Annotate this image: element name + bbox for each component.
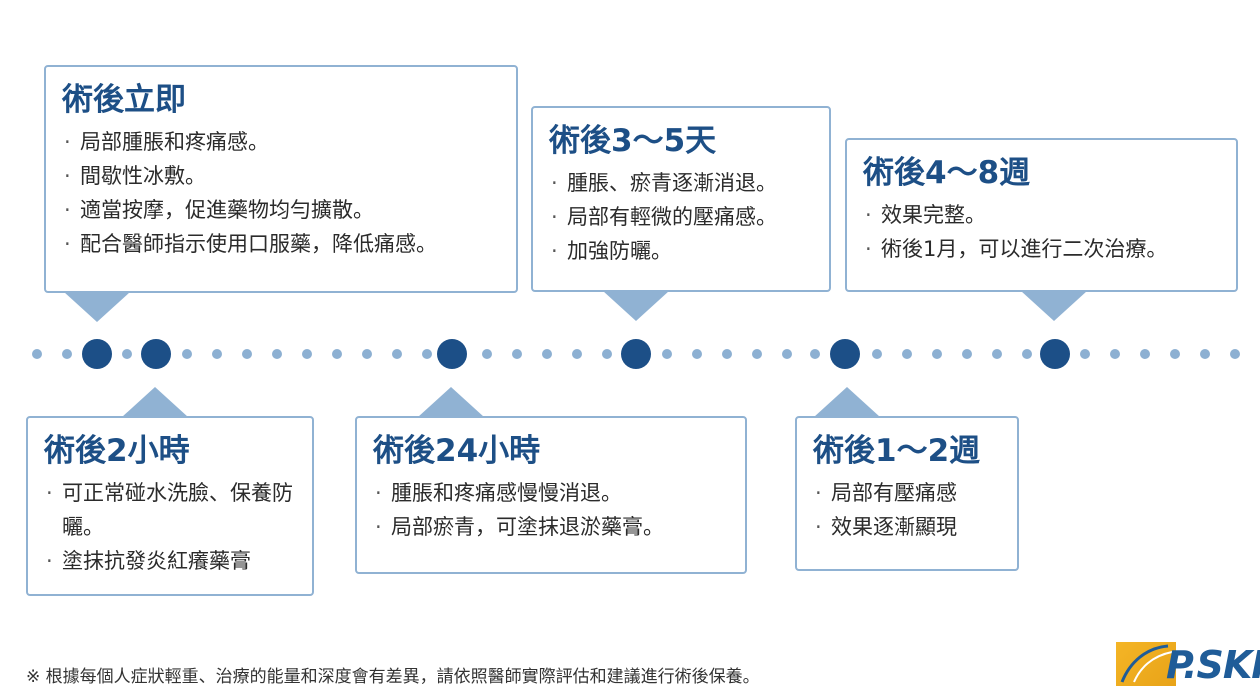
- timeline-dot: [182, 349, 192, 359]
- timeline-dot: [1110, 349, 1120, 359]
- card-4-8-weeks: 術後4～8週 效果完整。 術後1月，可以進行二次治療。: [845, 138, 1238, 292]
- card-list: 可正常碰水洗臉、保養防曬。 塗抹抗發炎紅癢藥膏: [44, 476, 296, 578]
- timeline-dot: [602, 349, 612, 359]
- pointer-arrow: [603, 291, 669, 321]
- logo-text: P.SKIN: [1166, 643, 1260, 687]
- list-item: 局部腫脹和疼痛感。: [62, 125, 500, 159]
- card-list: 局部腫脹和疼痛感。 間歇性冰敷。 適當按摩，促進藥物均勻擴散。 配合醫師指示使用…: [62, 125, 500, 261]
- card-list: 效果完整。 術後1月，可以進行二次治療。: [863, 198, 1220, 266]
- timeline-dot: [1080, 349, 1090, 359]
- timeline-dot: [392, 349, 402, 359]
- timeline-dot: [1230, 349, 1240, 359]
- card-title: 術後24小時: [373, 433, 541, 469]
- timeline-dot: [542, 349, 552, 359]
- card-immediately: 術後立即 局部腫脹和疼痛感。 間歇性冰敷。 適當按摩，促進藥物均勻擴散。 配合醫…: [44, 65, 518, 293]
- logo-mark-icon: [1116, 642, 1176, 686]
- card-2-hours: 術後2小時 可正常碰水洗臉、保養防曬。 塗抹抗發炎紅癢藥膏: [26, 416, 314, 596]
- timeline-dot: [272, 349, 282, 359]
- list-item: 腫脹和疼痛感慢慢消退。: [373, 476, 729, 510]
- timeline-dot: [1170, 349, 1180, 359]
- card-list: 腫脹和疼痛感慢慢消退。 局部瘀青，可塗抹退淤藥膏。: [373, 476, 729, 544]
- timeline-dot: [992, 349, 1002, 359]
- timeline-dot: [692, 349, 702, 359]
- timeline-dot: [662, 349, 672, 359]
- card-title: 術後3～5天: [549, 123, 717, 159]
- card-list: 局部有壓痛感 效果逐漸顯現: [813, 476, 1001, 544]
- list-item: 局部有輕微的壓痛感。: [549, 200, 813, 234]
- list-item: 效果逐漸顯現: [813, 510, 1001, 544]
- list-item: 術後1月，可以進行二次治療。: [863, 232, 1220, 266]
- timeline-milestone: [82, 339, 112, 369]
- pointer-arrow: [64, 292, 130, 322]
- card-title: 術後4～8週: [863, 155, 1031, 191]
- list-item: 效果完整。: [863, 198, 1220, 232]
- card-1-2-weeks: 術後1～2週 局部有壓痛感 效果逐漸顯現: [795, 416, 1019, 571]
- timeline-dot: [422, 349, 432, 359]
- card-24-hours: 術後24小時 腫脹和疼痛感慢慢消退。 局部瘀青，可塗抹退淤藥膏。: [355, 416, 747, 574]
- timeline: [0, 339, 1260, 369]
- list-item: 適當按摩，促進藥物均勻擴散。: [62, 193, 500, 227]
- timeline-dot: [902, 349, 912, 359]
- timeline-dot: [122, 349, 132, 359]
- list-item: 腫脹、瘀青逐漸消退。: [549, 166, 813, 200]
- timeline-dot: [512, 349, 522, 359]
- timeline-dot: [932, 349, 942, 359]
- timeline-milestone: [830, 339, 860, 369]
- timeline-dot: [362, 349, 372, 359]
- timeline-milestone: [437, 339, 467, 369]
- timeline-dot: [32, 349, 42, 359]
- card-title: 術後2小時: [44, 433, 190, 469]
- pointer-arrow: [122, 387, 188, 417]
- list-item: 局部瘀青，可塗抹退淤藥膏。: [373, 510, 729, 544]
- timeline-dot: [1022, 349, 1032, 359]
- timeline-dot: [810, 349, 820, 359]
- timeline-milestone: [621, 339, 651, 369]
- timeline-dot: [332, 349, 342, 359]
- timeline-dot: [782, 349, 792, 359]
- timeline-milestone: [141, 339, 171, 369]
- timeline-dot: [302, 349, 312, 359]
- timeline-dot: [482, 349, 492, 359]
- timeline-dot: [212, 349, 222, 359]
- pointer-arrow: [1021, 291, 1087, 321]
- footnote: ※ 根據每個人症狀輕重、治療的能量和深度會有差異，請依照醫師實際評估和建議進行術…: [26, 667, 760, 687]
- brand-logo: P.SKIN: [1116, 642, 1260, 686]
- list-item: 間歇性冰敷。: [62, 159, 500, 193]
- timeline-dot: [572, 349, 582, 359]
- card-3-5-days: 術後3～5天 腫脹、瘀青逐漸消退。 局部有輕微的壓痛感。 加強防曬。: [531, 106, 831, 292]
- list-item: 加強防曬。: [549, 234, 813, 268]
- timeline-dot: [722, 349, 732, 359]
- timeline-dot: [962, 349, 972, 359]
- timeline-dot: [752, 349, 762, 359]
- timeline-dot: [1140, 349, 1150, 359]
- timeline-dot: [1200, 349, 1210, 359]
- list-item: 配合醫師指示使用口服藥，降低痛感。: [62, 227, 500, 261]
- list-item: 塗抹抗發炎紅癢藥膏: [44, 544, 296, 578]
- pointer-arrow: [814, 387, 880, 417]
- timeline-dot: [62, 349, 72, 359]
- card-title: 術後立即: [62, 82, 186, 118]
- timeline-milestone: [1040, 339, 1070, 369]
- card-list: 腫脹、瘀青逐漸消退。 局部有輕微的壓痛感。 加強防曬。: [549, 166, 813, 268]
- timeline-dot: [872, 349, 882, 359]
- list-item: 可正常碰水洗臉、保養防曬。: [44, 476, 296, 544]
- card-title: 術後1～2週: [813, 433, 981, 469]
- list-item: 局部有壓痛感: [813, 476, 1001, 510]
- timeline-dot: [242, 349, 252, 359]
- pointer-arrow: [418, 387, 484, 417]
